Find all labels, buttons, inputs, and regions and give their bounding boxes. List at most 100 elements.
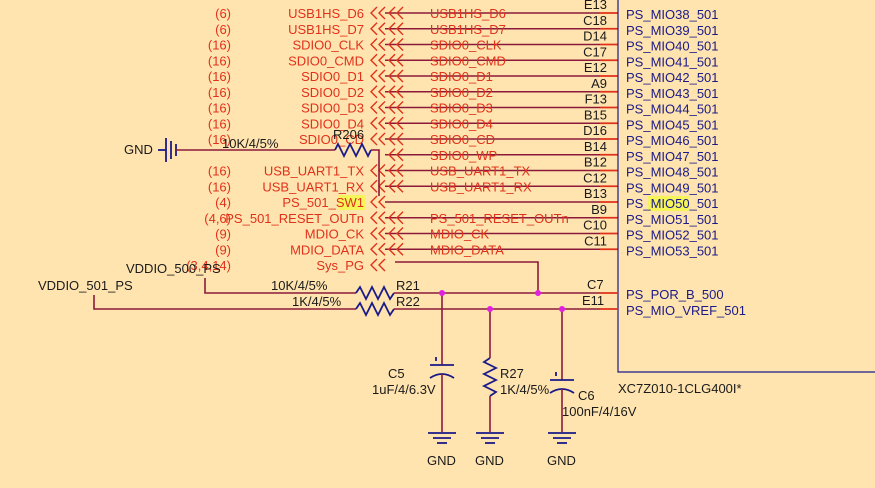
gnd-label-r206: GND: [124, 142, 153, 157]
highlighted-left-net-label: PS_501_SW1: [282, 195, 364, 210]
left-net-label: MDIO_CK: [305, 227, 365, 242]
off-page-connector-left: [370, 6, 386, 20]
gnd-label-r27: GND: [475, 453, 504, 468]
left-net-label: USB_UART1_TX: [264, 164, 365, 179]
off-page-connector-right: [388, 69, 404, 83]
left-net-label: SDIO0_CLK: [292, 38, 364, 53]
off-page-connector-left: [370, 101, 386, 114]
off-page-connector-right: [388, 116, 404, 130]
pin-name: PS_MIO51_501: [626, 212, 719, 227]
junction-dot: [535, 290, 541, 296]
off-page-connector-left: [370, 227, 386, 240]
off-page-connector-right: [388, 101, 404, 114]
pin-name: PS_MIO53_501: [626, 243, 719, 258]
ic-body-outline: [617, 0, 875, 373]
r21-ref: R21: [396, 278, 420, 293]
pin-name: PS_MIO42_501: [626, 70, 719, 85]
ball-number: D14: [583, 29, 607, 44]
r22-ref: R22: [396, 294, 420, 309]
gnd-label-c5: GND: [427, 453, 456, 468]
pin-name: PS_MIO44_501: [626, 102, 719, 117]
pin-name: PS_MIO45_501: [626, 117, 719, 132]
ic-part-number: XC7Z010-1CLG400I*: [618, 381, 742, 396]
off-page-connector-right: [388, 164, 404, 177]
r27-value: 1K/4/5%: [500, 382, 550, 397]
left-net-sheet-ref: (4): [215, 195, 231, 210]
pin-name: PS_MIO38_501: [626, 7, 719, 22]
pin-name: PS_MIO43_501: [626, 86, 719, 101]
left-net-label: SDIO0_CMD: [288, 53, 364, 68]
right-net-label: USB1HS_D7: [430, 22, 506, 37]
right-net-label: MDIO_DATA: [430, 242, 504, 257]
left-net-label: SDIO0_CD: [299, 132, 364, 147]
off-page-connector-right: [388, 148, 404, 162]
left-net-label: USB1HS_D7: [288, 22, 364, 37]
r21-value: 10K/4/5%: [271, 278, 328, 293]
off-page-connectors: [370, 6, 386, 272]
ball-number: A9: [591, 76, 607, 91]
vref-ball: E11: [582, 293, 604, 308]
off-page-connector-left: [370, 179, 386, 193]
right-net-label: SDIO0_D1: [430, 69, 493, 84]
off-page-connector-right: [388, 227, 404, 240]
r22-value: 1K/4/5%: [292, 294, 342, 309]
right-net-label: USB_UART1_RX: [430, 179, 532, 194]
left-net-sheet-ref: (9): [215, 242, 231, 257]
junction-dot: [439, 290, 445, 296]
ground-symbol-r206: [158, 138, 177, 162]
off-page-connector-left: [370, 164, 386, 177]
c5-value: 1uF/4/6.3V: [372, 382, 436, 397]
right-net-label: SDIO0_CLK: [430, 38, 502, 53]
off-page-connector-left: [370, 242, 386, 256]
left-net-sheet-ref: (6): [215, 6, 231, 21]
pin-name: PS_MIO52_501: [626, 228, 719, 243]
left-net-sheet-ref: (6): [215, 22, 231, 37]
gnd-label-c6: GND: [547, 453, 576, 468]
ball-number: C10: [583, 218, 607, 233]
left-net-sheet-ref: (16): [208, 38, 231, 53]
ground-symbol-r27: [476, 432, 504, 444]
ground-symbol-c5: [428, 432, 456, 444]
left-net-sheet-ref: (16): [208, 116, 231, 131]
por-ball: C7: [587, 277, 604, 292]
off-page-connector-left: [370, 53, 386, 67]
right-net-label: SDIO0_CMD: [430, 53, 506, 68]
left-net-sheet-ref: (16): [208, 179, 231, 194]
right-net-label: SDIO0_D2: [430, 85, 493, 100]
pin-name: PS_MIO39_501: [626, 23, 719, 38]
vddio-500-label: VDDIO_500_PS: [126, 261, 221, 276]
left-net-sheet-ref: (9): [215, 227, 231, 242]
r206-value: 10K/4/5%: [222, 136, 279, 151]
off-page-connector-right: [388, 211, 404, 225]
pin-name: PS_MIO49_501: [626, 180, 719, 195]
ball-number: E12: [584, 60, 607, 75]
off-page-connector-left: [370, 69, 386, 83]
pin-name: PS_MIO47_501: [626, 149, 719, 164]
right-net-label: SDIO0_D3: [430, 101, 493, 116]
pin-name: PS_MIO46_501: [626, 133, 719, 148]
ball-number: B12: [584, 155, 607, 170]
resistor-r21: [355, 284, 395, 302]
c6-value: 100nF/4/16V: [562, 404, 637, 419]
left-net-sheet-ref: (16): [208, 69, 231, 84]
off-page-connector-left: [370, 85, 386, 99]
off-page-connector-right: [388, 179, 404, 193]
left-net-sheet-ref: (3,4,14): [186, 258, 231, 273]
left-net-sheet-ref: (16): [208, 101, 231, 116]
pin-rows: USB1HS_D6E13PS_MIO38_501USB1HS_D7C18PS_M…: [385, 0, 719, 258]
ball-number: D16: [583, 123, 607, 138]
off-page-connector-right: [388, 22, 404, 36]
right-net-label: USB_UART1_TX: [430, 164, 531, 179]
ball-number: E13: [584, 0, 607, 12]
right-net-label: PS_501_RESET_OUTn: [430, 211, 569, 226]
left-net-label: SDIO0_D2: [301, 85, 364, 100]
left-net-label: MDIO_DATA: [290, 242, 364, 257]
left-net-sheet-ref: (16): [208, 132, 231, 147]
left-net-label: Sys_PG: [316, 258, 364, 273]
left-net-label: SDIO0_D4: [301, 116, 364, 131]
pin-name: PS_MIO48_501: [626, 165, 719, 180]
right-net-label: MDIO_CK: [430, 227, 490, 242]
off-page-connector-right: [388, 38, 404, 51]
right-net-label: SDIO0_D4: [430, 116, 493, 131]
